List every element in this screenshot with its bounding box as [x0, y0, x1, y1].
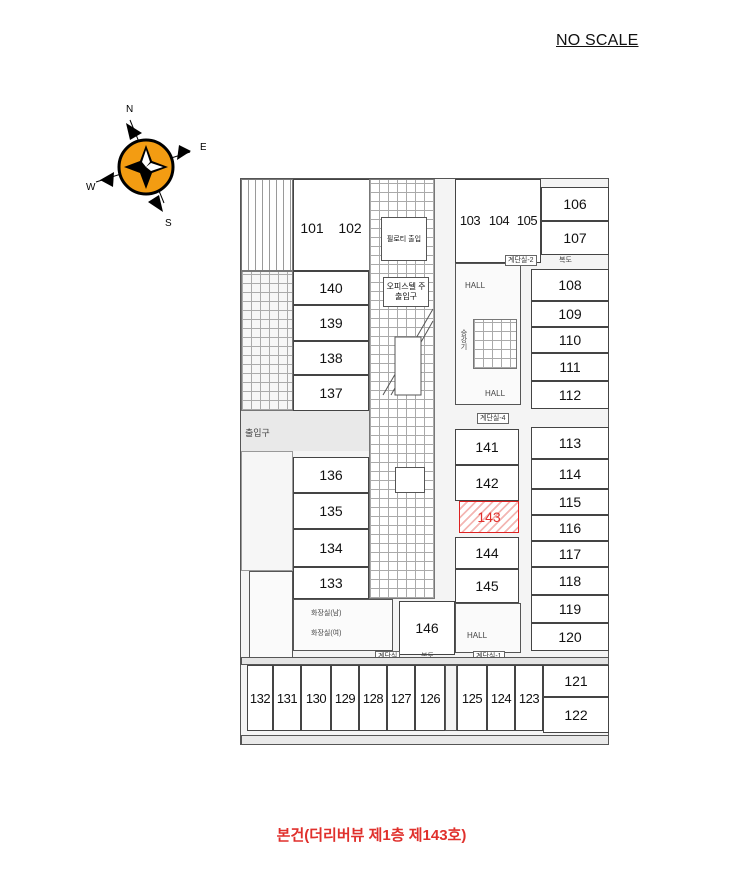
- unit-135[interactable]: 135: [293, 493, 369, 529]
- unit-114[interactable]: 114: [531, 459, 609, 489]
- left-entrance-area: [241, 411, 376, 451]
- unit-101-102-block: [293, 179, 369, 271]
- unit-128[interactable]: 128: [359, 665, 387, 731]
- restroom-male-label: 화장실(남): [311, 610, 342, 617]
- unit-109[interactable]: 109: [531, 301, 609, 327]
- entrance-left-label: 출입구: [245, 428, 270, 438]
- left-service-room: [249, 571, 293, 661]
- elevator-label: 승강기: [460, 329, 467, 350]
- unit-137[interactable]: 137: [293, 375, 369, 411]
- corridor-label-bottom: 복도: [421, 652, 434, 661]
- compass-east-label: E: [200, 142, 206, 153]
- unit-130[interactable]: 130: [301, 665, 331, 731]
- compass-south-label: S: [165, 218, 172, 229]
- unit-115[interactable]: 115: [531, 489, 609, 515]
- unit-112[interactable]: 112: [531, 381, 609, 409]
- unit-124[interactable]: 124: [487, 665, 515, 731]
- office-entrance-box: 오피스텔 주출입구: [383, 277, 429, 307]
- plaza-left: [241, 271, 293, 411]
- hall-mid-label: HALL: [485, 389, 506, 398]
- unit-118[interactable]: 118: [531, 567, 609, 595]
- unit-127[interactable]: 127: [387, 665, 415, 731]
- corridor-label-top: 복도: [559, 257, 572, 264]
- unit-144[interactable]: 144: [455, 537, 519, 569]
- core-bottom: [455, 603, 521, 653]
- hall-top-label: HALL: [465, 281, 486, 290]
- unit-119[interactable]: 119: [531, 595, 609, 623]
- unit-132[interactable]: 132: [247, 665, 273, 731]
- elevator-bank-top: [473, 319, 517, 369]
- unit-116[interactable]: 116: [531, 515, 609, 541]
- unit-140[interactable]: 140: [293, 271, 369, 305]
- unit-141[interactable]: 141: [455, 429, 519, 465]
- hall-bottom-label: HALL: [467, 631, 488, 640]
- stair-4-label: 계단실-4: [477, 413, 509, 424]
- floor-plan: 출입구 필로티 출입 오피스텔 주출입구 101 102 140 139 138…: [240, 178, 609, 745]
- unit-133[interactable]: 133: [293, 567, 369, 599]
- unit-123[interactable]: 123: [515, 665, 543, 731]
- no-scale-note: NO SCALE: [556, 32, 639, 49]
- unit-142[interactable]: 142: [455, 465, 519, 501]
- unit-110[interactable]: 110: [531, 327, 609, 353]
- unit-134[interactable]: 134: [293, 529, 369, 567]
- unit-101[interactable]: 101: [300, 220, 324, 236]
- unit-126[interactable]: 126: [415, 665, 445, 731]
- unit-121[interactable]: 121: [543, 665, 609, 697]
- bottom-passage: [445, 665, 457, 731]
- left-void: [241, 451, 293, 571]
- unit-139[interactable]: 139: [293, 305, 369, 341]
- atrium-diagonal: [382, 308, 434, 396]
- compass-north-label: N: [126, 104, 133, 115]
- unit-108[interactable]: 108: [531, 269, 609, 301]
- unit-146[interactable]: 146: [399, 601, 455, 655]
- unit-104[interactable]: 104: [488, 212, 510, 228]
- unit-131[interactable]: 131: [273, 665, 301, 731]
- unit-107[interactable]: 107: [541, 221, 609, 255]
- unit-103[interactable]: 103: [459, 212, 481, 228]
- unit-129[interactable]: 129: [331, 665, 359, 731]
- unit-138[interactable]: 138: [293, 341, 369, 375]
- unit-145[interactable]: 145: [455, 569, 519, 603]
- entrance-top-box: 필로티 출입: [381, 217, 427, 261]
- unit-122[interactable]: 122: [543, 697, 609, 733]
- restroom-female-label: 화장실(여): [311, 630, 342, 637]
- subject-property-caption: 본건(더리버뷰 제1층 제143호): [276, 827, 467, 844]
- unit-143-target[interactable]: 143: [459, 501, 519, 533]
- stair-2-label: 계단실-2: [505, 255, 537, 266]
- unit-106[interactable]: 106: [541, 187, 609, 221]
- compass-rose: N E S W: [86, 104, 206, 229]
- unit-136[interactable]: 136: [293, 457, 369, 493]
- unit-117[interactable]: 117: [531, 541, 609, 567]
- unit-125[interactable]: 125: [457, 665, 487, 731]
- unit-111[interactable]: 111: [531, 353, 609, 381]
- unit-120[interactable]: 120: [531, 623, 609, 651]
- compass-icon: [95, 119, 191, 212]
- unit-102[interactable]: 102: [338, 220, 362, 236]
- stair-hatch-top-left: [241, 179, 293, 271]
- unit-103-105-block: [455, 179, 541, 263]
- bottom-corridor: [241, 657, 609, 665]
- atrium-kiosk: [395, 467, 425, 493]
- bottom-edge-strip: [241, 735, 609, 745]
- unit-113[interactable]: 113: [531, 427, 609, 459]
- compass-west-label: W: [86, 182, 96, 193]
- unit-105[interactable]: 105: [516, 212, 538, 228]
- restroom-block: [293, 599, 393, 651]
